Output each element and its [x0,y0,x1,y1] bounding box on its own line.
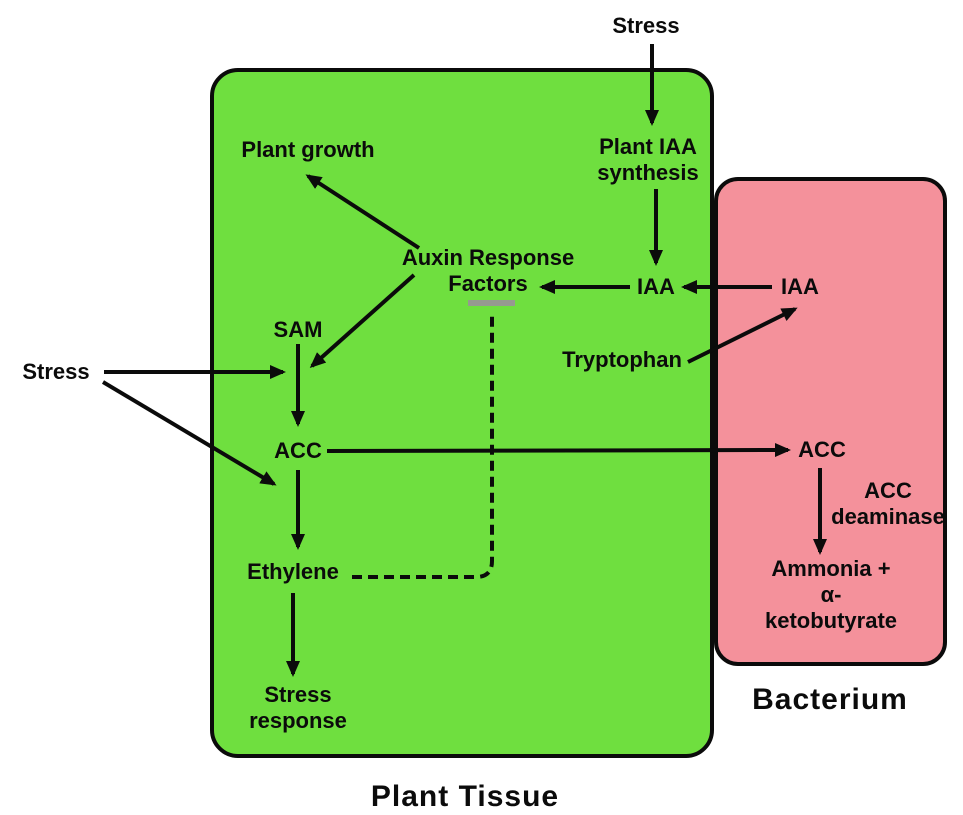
label-acc-deaminase: ACC deaminase [831,478,945,529]
node-plant-iaa-synthesis: Plant IAA synthesis [597,134,699,185]
node-stress-top: Stress [612,13,680,38]
node-acc-bacterium: ACC [798,437,846,462]
node-iaa-plant: IAA [637,274,675,299]
arrow-arf-to-plant-growth [305,174,421,250]
node-ammonia-ketobutyrate: Ammonia + α-ketobutyrate [764,556,898,633]
node-stress-left: Stress [22,359,90,384]
node-ethylene: Ethylene [247,559,339,584]
node-auxin-response-factors: Auxin Response Factors [401,245,575,296]
node-acc-plant: ACC [274,438,322,463]
arrow-stress-to-acc-ethylene-junction [101,380,277,486]
inhibition-dashed-line-ethylene-to-arf [352,312,494,579]
arrow-plant-acc-to-bacterium-acc [326,443,791,458]
node-sam: SAM [273,317,323,342]
node-plant-growth: Plant growth [241,137,375,162]
arrow-arf-to-sam-acc-junction [309,273,416,368]
plant-tissue-caption: Plant Tissue [370,780,560,813]
bacterium-caption: Bacterium [752,683,908,716]
bacterium-region [714,177,947,666]
arrow-tryptophan-to-bacterium-iaa [687,307,798,364]
node-tryptophan: Tryptophan [562,347,682,372]
node-iaa-bacterium: IAA [781,274,819,299]
inhibition-bar-icon [468,300,515,306]
node-stress-response: Stress response [249,682,347,733]
